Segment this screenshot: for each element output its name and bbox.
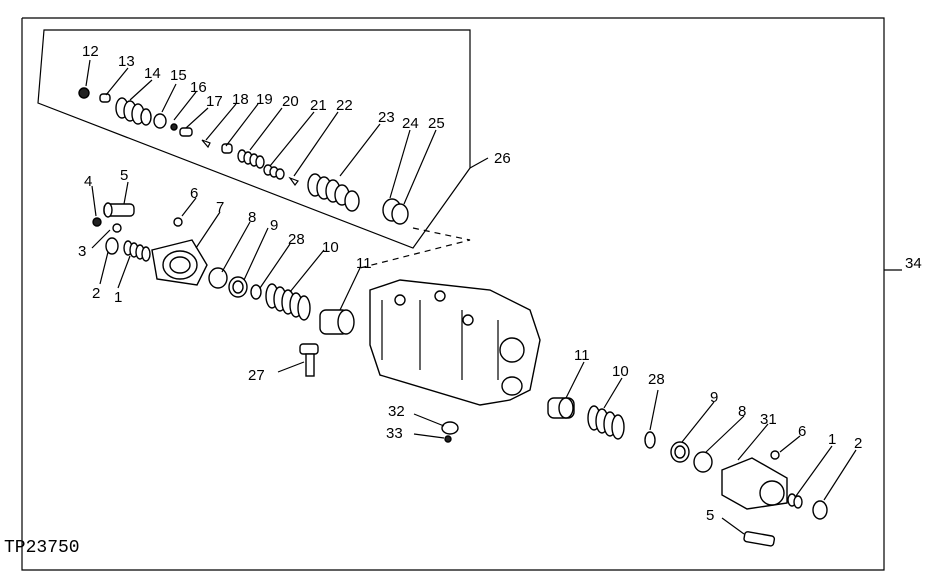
callout-22: 22 — [336, 97, 353, 114]
outer-frame — [21, 17, 885, 571]
callout-12: 12 — [82, 43, 99, 60]
callout-24: 24 — [402, 115, 419, 132]
left-leaders — [91, 181, 361, 373]
callout-labels: 12 13 14 15 16 17 18 19 20 21 22 23 24 2… — [78, 43, 922, 524]
callout-3: 3 — [78, 243, 86, 260]
right-leaders — [565, 269, 902, 535]
callout-17: 17 — [206, 93, 223, 110]
plug-leaders — [413, 413, 445, 439]
callout-20: 20 — [282, 93, 299, 110]
callout-5-right: 5 — [706, 507, 714, 524]
callout-5: 5 — [120, 167, 128, 184]
callout-11-right: 11 — [574, 347, 590, 364]
callout-10: 10 — [322, 239, 339, 256]
right-parts — [547, 397, 828, 547]
inset-parts — [78, 87, 409, 225]
inset-leaders — [85, 59, 489, 205]
callout-25: 25 — [428, 115, 445, 132]
inset-connector — [359, 227, 471, 269]
callout-8: 8 — [248, 209, 256, 226]
callout-27: 27 — [248, 367, 265, 384]
callout-28: 28 — [288, 231, 305, 248]
callout-8-right: 8 — [738, 403, 746, 420]
callout-26: 26 — [494, 150, 511, 167]
callout-9-right: 9 — [710, 389, 718, 406]
valve-body — [369, 279, 541, 406]
callout-28-right: 28 — [648, 371, 665, 388]
callout-10-right: 10 — [612, 363, 629, 380]
callout-14: 14 — [144, 65, 161, 82]
callout-11: 11 — [356, 255, 372, 272]
figure-reference: TP23750 — [4, 538, 80, 558]
callout-1: 1 — [114, 289, 122, 306]
plug-parts — [441, 421, 459, 443]
callout-2: 2 — [92, 285, 100, 302]
left-parts — [92, 202, 355, 377]
callout-34: 34 — [905, 255, 922, 272]
callout-18: 18 — [232, 91, 249, 108]
callout-6: 6 — [190, 185, 198, 202]
callout-16: 16 — [190, 79, 207, 96]
callout-33: 33 — [386, 425, 403, 442]
callout-7: 7 — [216, 199, 224, 216]
callout-31: 31 — [760, 411, 777, 428]
callout-6-right: 6 — [798, 423, 806, 440]
callout-1-right: 1 — [828, 431, 836, 448]
callout-15: 15 — [170, 67, 187, 84]
callout-19: 19 — [256, 91, 273, 108]
callout-2-right: 2 — [854, 435, 862, 452]
callout-21: 21 — [310, 97, 327, 114]
callout-4: 4 — [84, 173, 92, 190]
callout-9: 9 — [270, 217, 278, 234]
callout-13: 13 — [118, 53, 135, 70]
inset-frame — [37, 29, 471, 249]
callout-32: 32 — [388, 403, 405, 420]
callout-23: 23 — [378, 109, 395, 126]
